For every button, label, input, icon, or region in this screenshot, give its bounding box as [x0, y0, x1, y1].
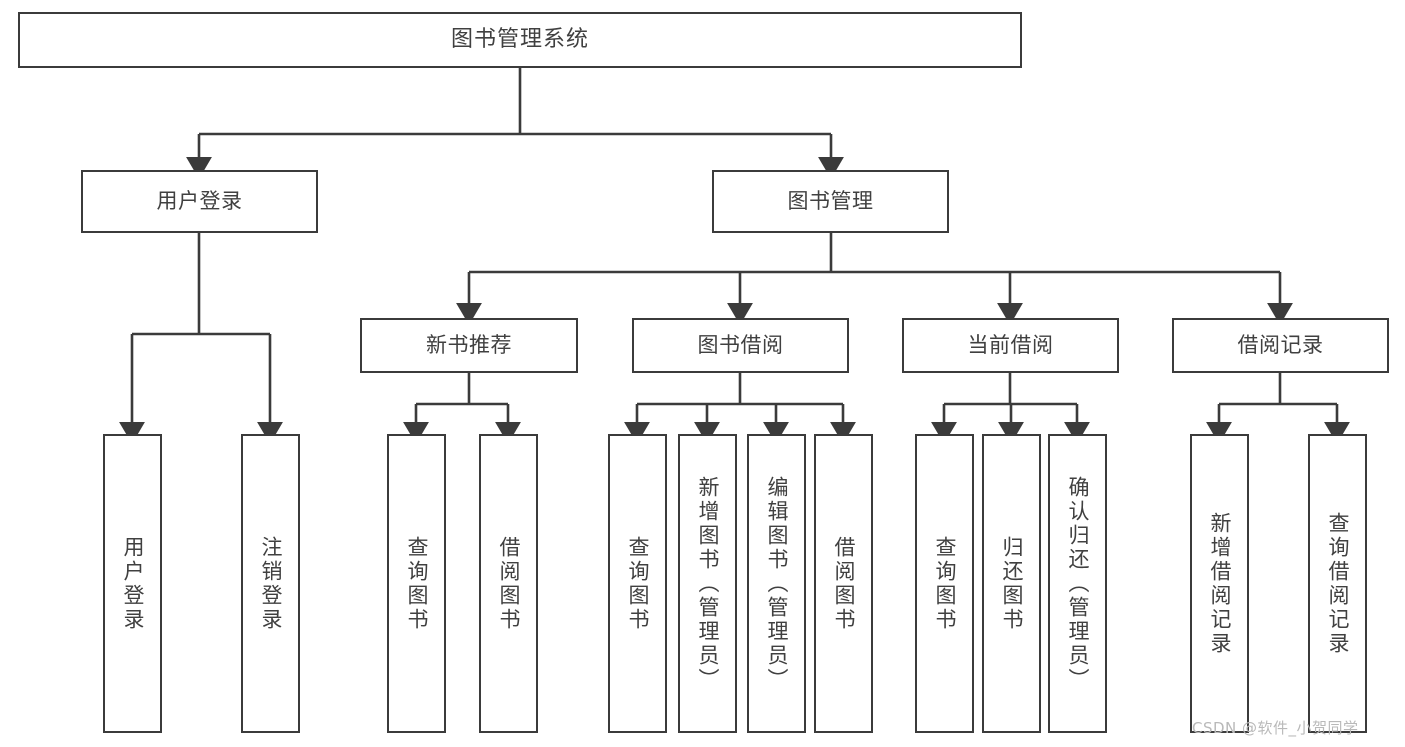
node-leaf-query-record[interactable]: 查询借阅记录 — [1308, 434, 1367, 733]
node-leaf-return-book[interactable]: 归还图书 — [982, 434, 1041, 733]
node-book-borrow[interactable]: 图书借阅 — [632, 318, 849, 373]
node-leaf-edit-book-label: 编辑图书（管理员） — [765, 475, 789, 692]
node-leaf-query-book-2[interactable]: 查询图书 — [608, 434, 667, 733]
node-leaf-query-record-label: 查询借阅记录 — [1326, 511, 1350, 656]
node-current-borrow[interactable]: 当前借阅 — [902, 318, 1119, 373]
csdn-watermark: CSDN @软件_小贺同学 — [1192, 719, 1359, 737]
node-book-manage[interactable]: 图书管理 — [712, 170, 949, 233]
node-leaf-query-book-3-label: 查询图书 — [933, 535, 957, 632]
node-book-manage-label: 图书管理 — [787, 189, 874, 214]
node-leaf-logout[interactable]: 注销登录 — [241, 434, 300, 733]
node-leaf-query-book-1-label: 查询图书 — [405, 535, 429, 632]
node-leaf-confirm-return-label: 确认归还（管理员） — [1066, 475, 1090, 692]
node-user-login-label: 用户登录 — [156, 189, 243, 214]
node-leaf-logout-label: 注销登录 — [259, 535, 283, 632]
node-leaf-add-record-label: 新增借阅记录 — [1208, 511, 1232, 656]
node-leaf-user-login[interactable]: 用户登录 — [103, 434, 162, 733]
node-leaf-edit-book[interactable]: 编辑图书（管理员） — [747, 434, 806, 733]
node-borrow-record[interactable]: 借阅记录 — [1172, 318, 1389, 373]
node-leaf-add-book-label: 新增图书（管理员） — [696, 475, 720, 692]
node-leaf-return-book-label: 归还图书 — [1000, 535, 1024, 632]
node-new-book-recommend[interactable]: 新书推荐 — [360, 318, 578, 373]
node-root-book-management-system[interactable]: 图书管理系统 — [18, 12, 1022, 68]
node-leaf-add-book[interactable]: 新增图书（管理员） — [678, 434, 737, 733]
node-leaf-borrow-book-1-label: 借阅图书 — [497, 535, 521, 632]
node-root-label: 图书管理系统 — [450, 27, 589, 53]
node-user-login[interactable]: 用户登录 — [81, 170, 318, 233]
node-leaf-borrow-book-1[interactable]: 借阅图书 — [479, 434, 538, 733]
node-leaf-query-book-2-label: 查询图书 — [626, 535, 650, 632]
node-current-borrow-label: 当前借阅 — [967, 333, 1054, 358]
node-leaf-query-book-3[interactable]: 查询图书 — [915, 434, 974, 733]
node-leaf-add-record[interactable]: 新增借阅记录 — [1190, 434, 1249, 733]
node-leaf-query-book-1[interactable]: 查询图书 — [387, 434, 446, 733]
node-borrow-record-label: 借阅记录 — [1237, 333, 1324, 358]
node-book-borrow-label: 图书借阅 — [697, 333, 784, 358]
node-leaf-confirm-return[interactable]: 确认归还（管理员） — [1048, 434, 1107, 733]
node-leaf-user-login-label: 用户登录 — [121, 535, 145, 632]
node-new-book-recommend-label: 新书推荐 — [426, 333, 512, 358]
node-leaf-borrow-book-2-label: 借阅图书 — [832, 535, 856, 632]
node-leaf-borrow-book-2[interactable]: 借阅图书 — [814, 434, 873, 733]
